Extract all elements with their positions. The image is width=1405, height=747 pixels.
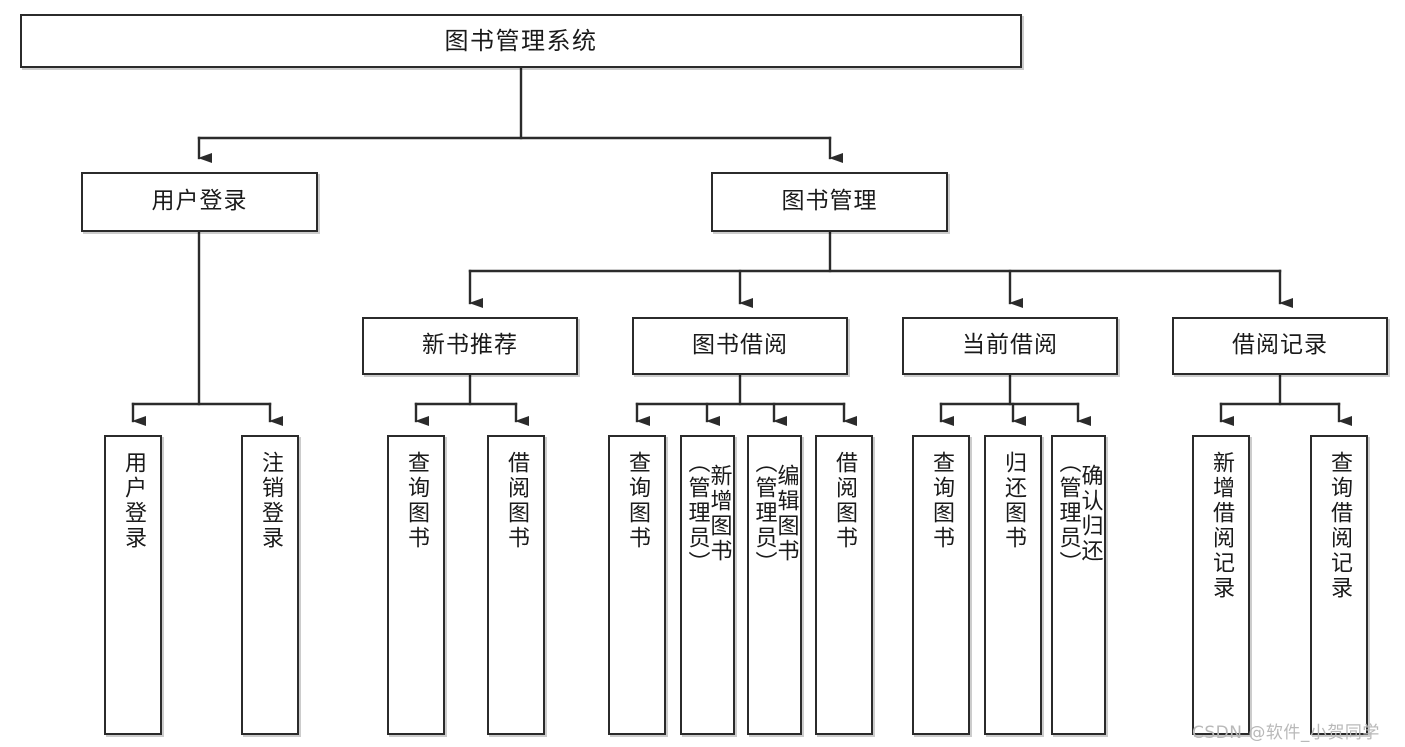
leaf-book-borrow-borrow[interactable]: 借阅图书 (815, 435, 873, 735)
leaf-label: 查询图书 (929, 451, 954, 551)
node-current-borrow-label: 当前借阅 (962, 332, 1058, 359)
leaf-label: 归还图书 (1001, 451, 1026, 551)
leaf-label: 查询图书 (625, 451, 650, 551)
leaf-label: 确认归还 （管理员） (1055, 451, 1103, 576)
leaf-label: 查询图书 (404, 451, 429, 551)
leaf-user-login-login[interactable]: 用户登录 (104, 435, 162, 735)
leaf-borrow-record-query[interactable]: 查询借阅记录 (1310, 435, 1368, 735)
leaf-borrow-record-add[interactable]: 新增借阅记录 (1192, 435, 1250, 735)
node-book-manage-label: 图书管理 (781, 188, 878, 215)
node-current-borrow[interactable]: 当前借阅 (902, 317, 1118, 375)
node-root-label: 图书管理系统 (444, 26, 598, 55)
leaf-current-borrow-query[interactable]: 查询图书 (912, 435, 970, 735)
node-user-login[interactable]: 用户登录 (81, 172, 318, 232)
leaf-label: 编辑图书 （管理员） (751, 451, 799, 576)
node-book-borrow-label: 图书借阅 (692, 332, 788, 359)
leaf-book-borrow-edit-admin[interactable]: 编辑图书 （管理员） (747, 435, 802, 735)
node-book-manage[interactable]: 图书管理 (711, 172, 948, 232)
node-book-borrow[interactable]: 图书借阅 (632, 317, 848, 375)
node-new-book-recommend-label: 新书推荐 (422, 332, 518, 359)
node-root[interactable]: 图书管理系统 (20, 14, 1022, 68)
leaf-user-login-logout[interactable]: 注销登录 (241, 435, 299, 735)
leaf-new-book-borrow[interactable]: 借阅图书 (487, 435, 545, 735)
leaf-label: 新增图书 （管理员） (684, 451, 732, 576)
leaf-label: 用户登录 (121, 451, 146, 551)
node-user-login-label: 用户登录 (151, 188, 248, 215)
leaf-label: 借阅图书 (832, 451, 857, 551)
leaf-book-borrow-add-admin[interactable]: 新增图书 （管理员） (680, 435, 735, 735)
leaf-current-borrow-confirm-admin[interactable]: 确认归还 （管理员） (1051, 435, 1106, 735)
leaf-new-book-query[interactable]: 查询图书 (387, 435, 445, 735)
node-borrow-record-label: 借阅记录 (1232, 332, 1328, 359)
node-new-book-recommend[interactable]: 新书推荐 (362, 317, 578, 375)
csdn-watermark: CSDN @软件_小贺同学 (1192, 723, 1380, 743)
leaf-label: 查询借阅记录 (1327, 451, 1352, 601)
leaf-label: 注销登录 (258, 451, 283, 551)
leaf-label: 借阅图书 (504, 451, 529, 551)
node-borrow-record[interactable]: 借阅记录 (1172, 317, 1388, 375)
leaf-current-borrow-return[interactable]: 归还图书 (984, 435, 1042, 735)
leaf-book-borrow-query[interactable]: 查询图书 (608, 435, 666, 735)
leaf-label: 新增借阅记录 (1209, 451, 1234, 601)
